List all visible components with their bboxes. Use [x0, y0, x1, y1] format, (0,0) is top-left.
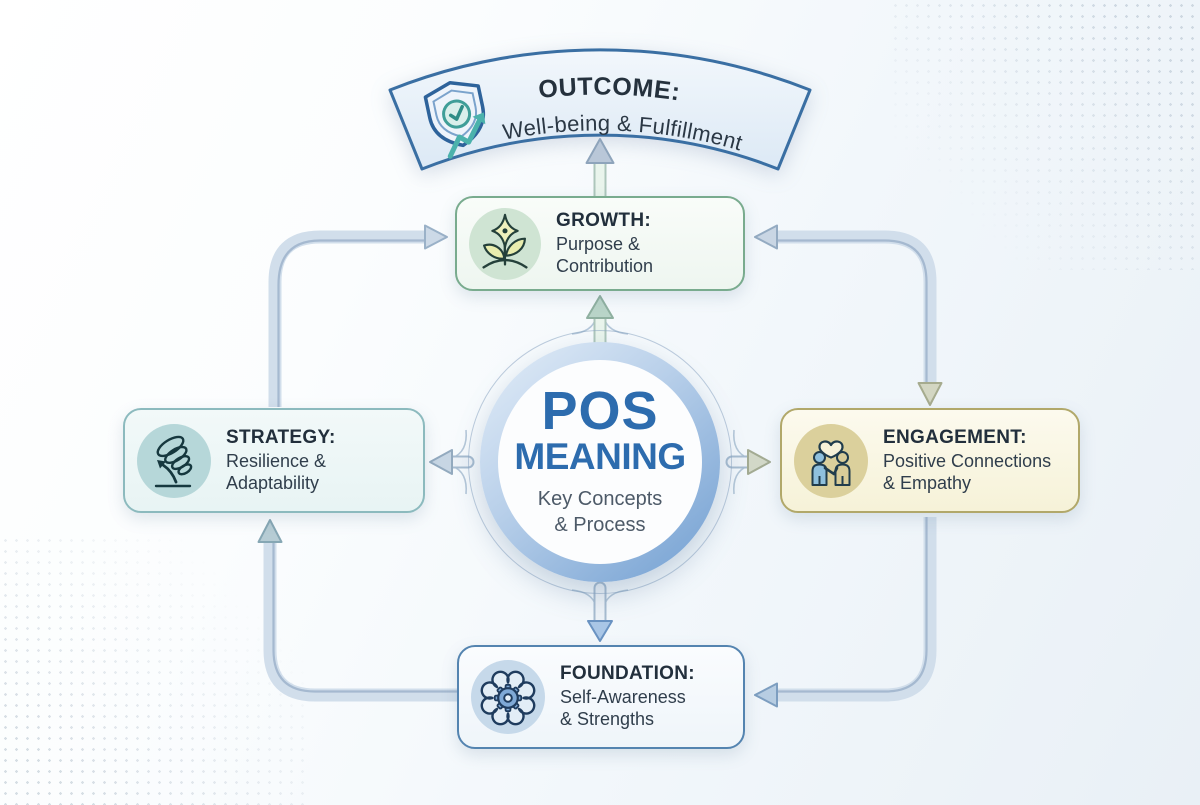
foundation-text: FOUNDATION: Self-Awareness & Strengths: [560, 663, 695, 731]
growth-desc-line1: Purpose &: [556, 233, 641, 254]
spoke-arrow-to-strategy: [429, 429, 475, 495]
dot-pattern-top-right: [890, 0, 1200, 270]
cycle-arrow-strategy-to-growth: [268, 224, 448, 407]
banner-band: [388, 48, 812, 171]
hub-subtitle-line2: & Process: [554, 514, 646, 537]
strategy-desc-line2: Adaptability: [226, 472, 320, 493]
growth-title: GROWTH:: [556, 209, 651, 231]
trend-arrow-icon: [447, 112, 486, 159]
growth-text: GROWTH: Purpose & Contribution: [556, 210, 653, 278]
hub-title-pos: POS: [541, 380, 659, 441]
central-hub: POS MEANING Key Concepts & Process: [498, 360, 702, 564]
strategy-node: STRATEGY: Resilience & Adaptability: [123, 408, 425, 513]
brain-gear-icon: [471, 660, 545, 734]
sprout-sparkle-icon: [469, 207, 541, 280]
growth-desc-line2: Contribution: [556, 255, 654, 276]
foundation-node: FOUNDATION: Self-Awareness & Strengths: [457, 645, 745, 749]
foundation-desc-line1: Self-Awareness: [560, 687, 686, 708]
foundation-desc-line2: & Strengths: [560, 709, 655, 729]
engagement-desc-line1: Positive Connections: [883, 450, 1052, 471]
spoke-arrow-to-engagement: [725, 429, 771, 495]
spoke-arrow-to-foundation: [571, 581, 629, 642]
dot-pattern-bottom-left: [0, 535, 310, 805]
growth-node: GROWTH: Purpose & Contribution: [455, 196, 745, 291]
hub-title-meaning: MEANING: [514, 435, 686, 477]
engagement-node: ENGAGEMENT: Positive Connections & Empat…: [780, 408, 1080, 513]
cycle-arrow-engagement-to-foundation: [754, 517, 937, 708]
strategy-desc-line1: Resilience &: [226, 450, 327, 471]
strategy-text: STRATEGY: Resilience & Adaptability: [226, 427, 336, 495]
engagement-text: ENGAGEMENT: Positive Connections & Empat…: [883, 427, 1051, 495]
engagement-desc-line2: & Empathy: [883, 472, 972, 493]
people-heart-icon: [794, 423, 868, 498]
hub-subtitle-line1: Key Concepts: [537, 488, 663, 511]
outcome-banner: OUTCOME: Well-being & Fulfillment: [388, 48, 812, 171]
shield-check-icon: [423, 80, 486, 159]
hub-subtitle: Key Concepts & Process: [538, 486, 663, 538]
foundation-title: FOUNDATION:: [560, 663, 695, 685]
coil-bounce-arrow-icon: [137, 423, 211, 498]
engagement-title: ENGAGEMENT:: [883, 426, 1027, 448]
strategy-title: STRATEGY:: [226, 426, 336, 448]
